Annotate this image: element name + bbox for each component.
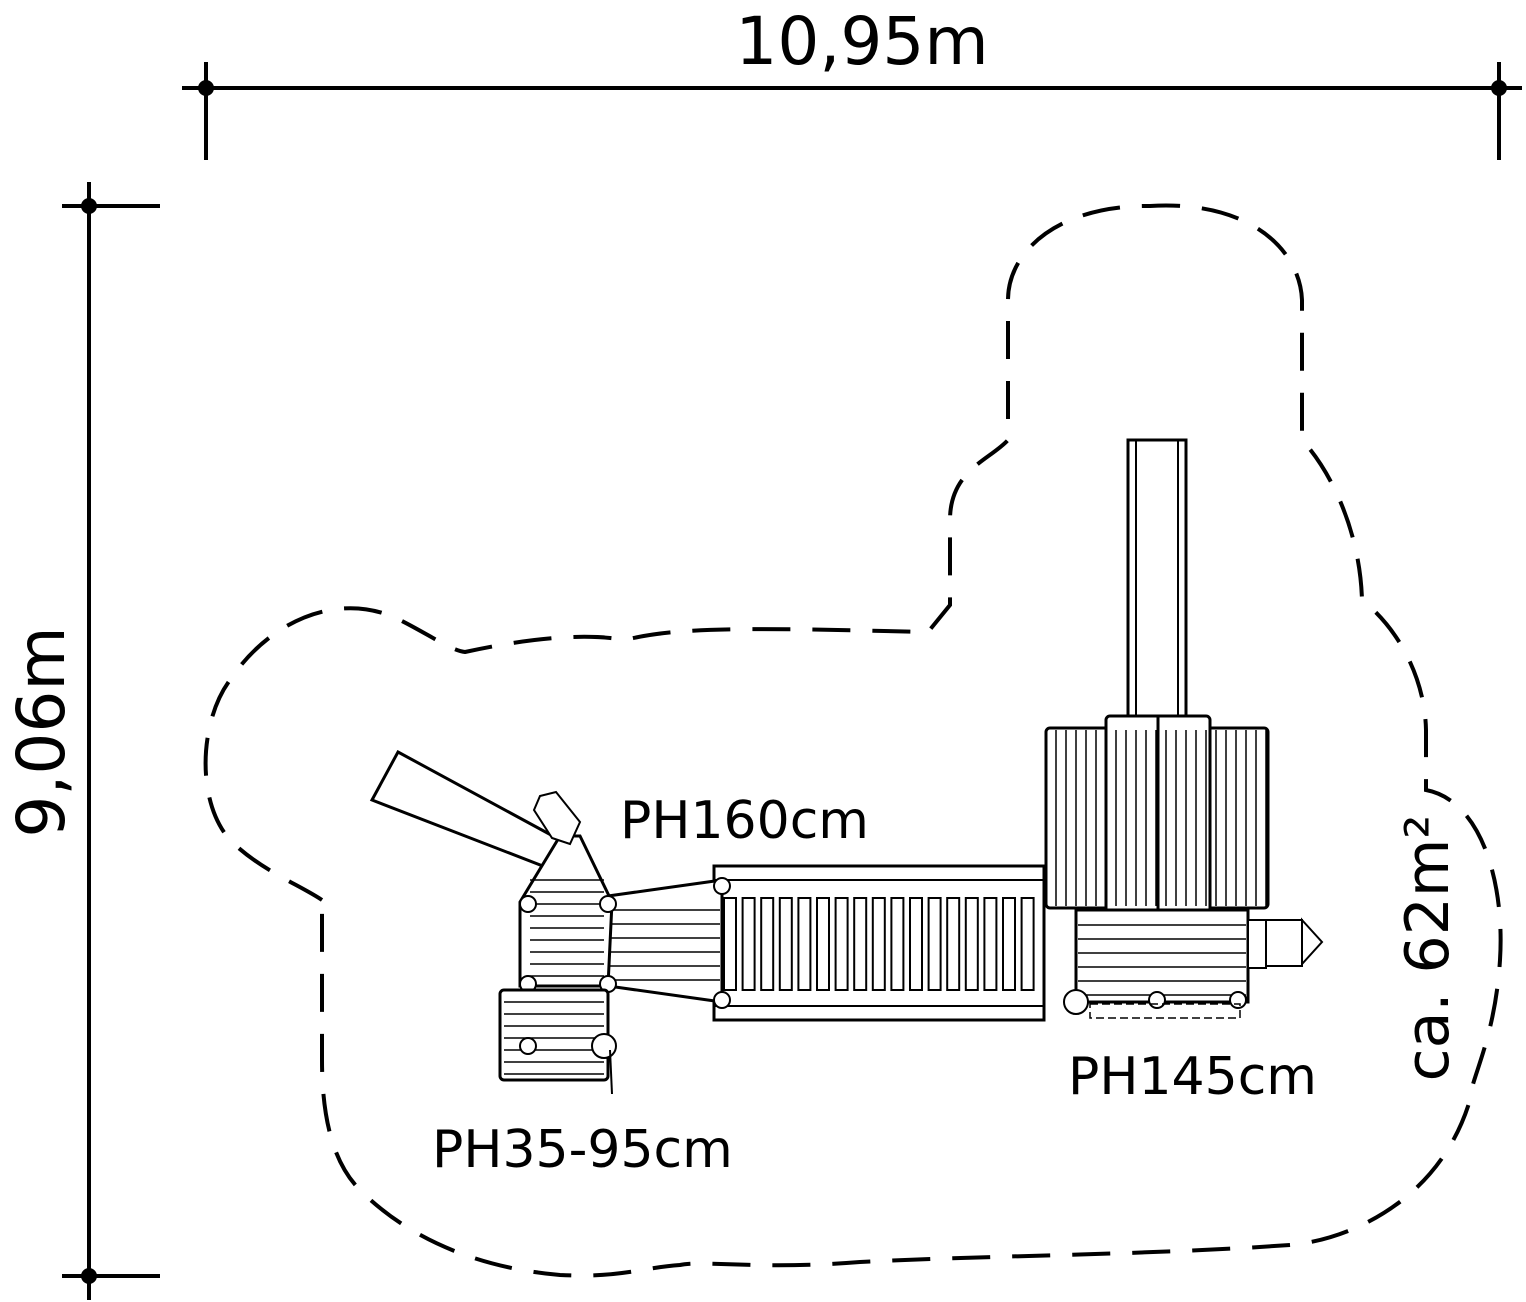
- right-platform: [1063, 908, 1324, 1019]
- area-label: ca. 62m²: [1393, 815, 1463, 1082]
- left-tower: [518, 790, 617, 993]
- width-dimension: 10,95m: [182, 3, 1522, 160]
- bridge: [712, 864, 1046, 1022]
- label-ph160: PH160cm: [620, 791, 869, 851]
- label-ph35-95: PH35-95cm: [432, 1120, 733, 1180]
- lower-left-platform: [498, 988, 617, 1095]
- width-label: 10,95m: [735, 3, 988, 80]
- height-dimension: 9,06m: [3, 182, 160, 1300]
- height-label: 9,06m: [3, 626, 80, 837]
- upper-slide: [1126, 438, 1188, 732]
- label-ph145: PH145cm: [1068, 1047, 1317, 1107]
- safety-area-outline: [203, 203, 1503, 1278]
- right-tower-roof: [1044, 714, 1270, 920]
- walkway: [606, 877, 731, 1009]
